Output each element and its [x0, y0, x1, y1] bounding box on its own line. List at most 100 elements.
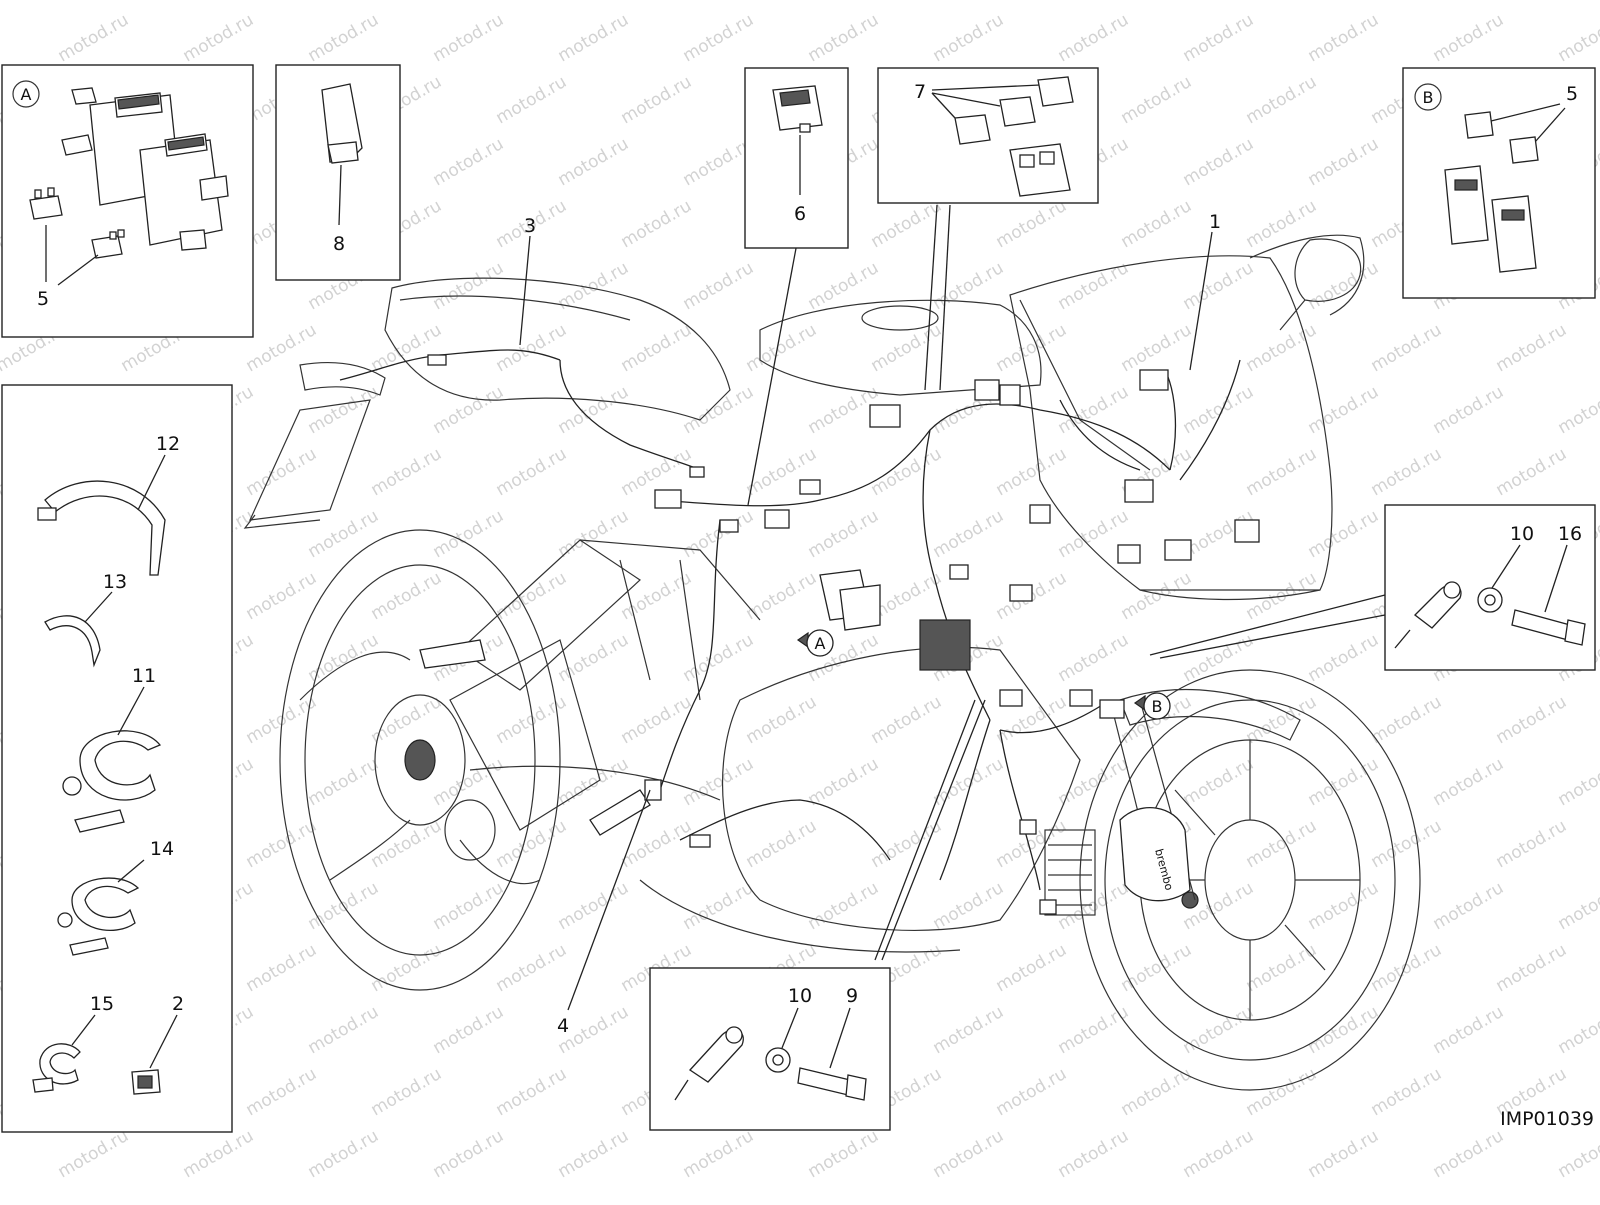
callout-11: 11: [132, 665, 156, 687]
watermark-text: motod.ru: [493, 816, 571, 872]
detail-ref-a-on-bike: A: [815, 634, 826, 653]
watermark-text: motod.ru: [243, 692, 321, 748]
watermark-text: motod.ru: [868, 196, 946, 252]
watermark-text: motod.ru: [1243, 1064, 1321, 1120]
watermark-text: motod.ru: [1243, 940, 1321, 996]
watermark-text: motod.ru: [493, 320, 571, 376]
watermark-text: motod.ru: [305, 506, 383, 562]
watermark-text: motod.ru: [1493, 940, 1571, 996]
detail-box-ground-right: 10 16: [1385, 505, 1595, 670]
watermark-text: motod.ru: [430, 754, 508, 810]
watermark-text: motod.ru: [430, 258, 508, 314]
watermark-text: motod.ru: [305, 10, 383, 66]
watermark-text: motod.ru: [680, 258, 758, 314]
watermark-text: motod.ru: [1430, 382, 1508, 438]
watermark-text: motod.ru: [368, 692, 446, 748]
watermark-text: motod.ru: [180, 10, 258, 66]
watermark-text: motod.ru: [1305, 878, 1383, 934]
watermark-text: motod.ru: [1055, 10, 1133, 66]
watermark-text: motod.ru: [55, 1126, 133, 1182]
detail-box-ground-bottom: 10 9: [650, 968, 890, 1130]
watermark-text: motod.ru: [1180, 1002, 1258, 1058]
watermark-text: motod.ru: [243, 0, 321, 4]
watermark-text: motod.ru: [1180, 258, 1258, 314]
watermark-text: motod.ru: [1493, 692, 1571, 748]
watermark-text: motod.ru: [743, 692, 821, 748]
watermark-text: motod.ru: [743, 0, 821, 4]
watermark-text: motod.ru: [868, 444, 946, 500]
detail-ref-b: B: [1423, 88, 1434, 107]
watermark-text: motod.ru: [680, 754, 758, 810]
watermark-text: motod.ru: [368, 940, 446, 996]
watermark-text: motod.ru: [1305, 630, 1383, 686]
watermark-text: motod.ru: [930, 878, 1008, 934]
watermark-text: motod.ru: [1493, 320, 1571, 376]
watermark-text: motod.ru: [180, 1126, 258, 1182]
watermark-text: motod.ru: [1555, 382, 1600, 438]
watermark-text: motod.ru: [868, 692, 946, 748]
watermark-text: motod.ru: [805, 10, 883, 66]
watermark-text: motod.ru: [555, 10, 633, 66]
watermark-text: motod.ru: [1368, 940, 1446, 996]
watermark-text: motod.ru: [1555, 878, 1600, 934]
callout-15: 15: [90, 993, 114, 1015]
watermark-text: motod.ru: [805, 1126, 883, 1182]
watermark-text: motod.ru: [555, 1126, 633, 1182]
watermark-text: motod.ru: [805, 506, 883, 562]
watermark-text: motod.ru: [305, 1126, 383, 1182]
watermark-text: motod.ru: [1430, 1126, 1508, 1182]
callout-1: 1: [1209, 211, 1221, 233]
watermark-text: motod.ru: [1305, 1126, 1383, 1182]
watermark-text: motod.ru: [493, 1064, 571, 1120]
watermark-text: motod.ru: [1055, 878, 1133, 934]
watermark-text: motod.ru: [368, 0, 446, 4]
callout-6: 6: [794, 203, 806, 225]
watermark-text: motod.ru: [1118, 320, 1196, 376]
watermark-text: motod.ru: [430, 506, 508, 562]
watermark-text: motod.ru: [368, 444, 446, 500]
callout-5-a: 5: [37, 288, 49, 310]
callout-13: 13: [103, 571, 127, 593]
watermark-text: motod.ru: [1493, 816, 1571, 872]
watermark-text: motod.ru: [305, 754, 383, 810]
watermark-text: motod.ru: [618, 196, 696, 252]
watermark-text: motod.ru: [1118, 196, 1196, 252]
watermark-text: motod.ru: [618, 320, 696, 376]
watermark-text: motod.ru: [1180, 1126, 1258, 1182]
watermark-text: motod.ru: [1180, 134, 1258, 190]
watermark-text: motod.ru: [1243, 72, 1321, 128]
watermark-text: motod.ru: [1305, 10, 1383, 66]
detail-box-8: 8: [276, 65, 400, 280]
watermark-text: motod.ru: [305, 382, 383, 438]
watermark-text: motod.ru: [993, 1064, 1071, 1120]
watermark-text: motod.ru: [0, 0, 70, 4]
watermark-text: motod.ru: [805, 754, 883, 810]
watermark-text: motod.ru: [1555, 1126, 1600, 1182]
watermark-text: motod.ru: [493, 72, 571, 128]
watermark-text: motod.ru: [1180, 630, 1258, 686]
watermark-text: motod.ru: [1243, 196, 1321, 252]
watermark-text: motod.ru: [1430, 1002, 1508, 1058]
watermark-text: motod.ru: [368, 816, 446, 872]
watermark-text: motod.ru: [993, 0, 1071, 4]
callout-4: 4: [557, 1015, 569, 1037]
watermark-text: motod.ru: [1243, 816, 1321, 872]
watermark-text: motod.ru: [1305, 1002, 1383, 1058]
watermark-text: motod.ru: [243, 320, 321, 376]
watermark-text: motod.ru: [1368, 816, 1446, 872]
watermark-text: motod.ru: [1118, 0, 1196, 4]
watermark-text: motod.ru: [805, 878, 883, 934]
watermark-text: motod.ru: [1493, 444, 1571, 500]
watermark-text: motod.ru: [868, 816, 946, 872]
watermark-text: motod.ru: [993, 444, 1071, 500]
watermark-text: motod.ru: [430, 10, 508, 66]
watermark-text: motod.ru: [1243, 444, 1321, 500]
watermark-text: motod.ru: [1555, 754, 1600, 810]
watermark-text: motod.ru: [680, 382, 758, 438]
callout-5-b: 5: [1566, 83, 1578, 105]
watermark-text: motod.ru: [680, 1126, 758, 1182]
diagram-code: IMP01039: [1500, 1108, 1594, 1130]
callout-12: 12: [156, 433, 180, 455]
watermark-text: motod.ru: [1180, 10, 1258, 66]
